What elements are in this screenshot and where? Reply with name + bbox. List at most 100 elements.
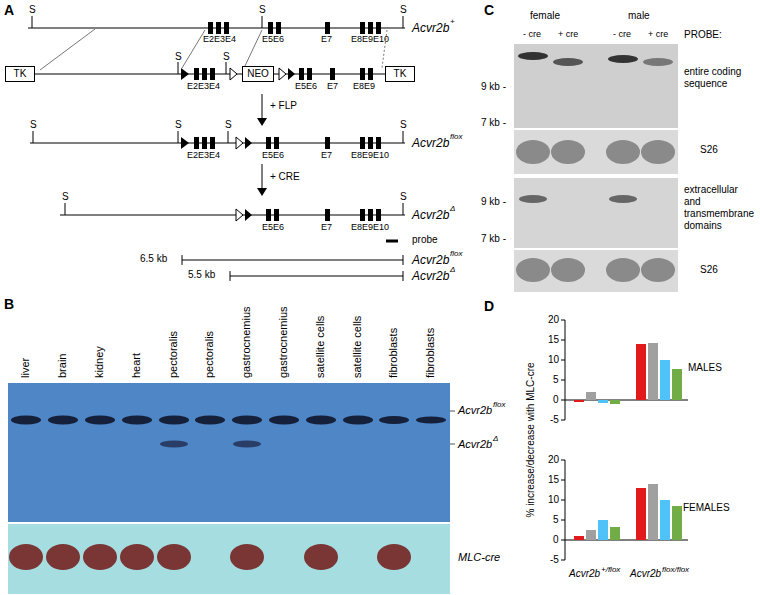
exon-label: E5E6 [295, 81, 317, 92]
panel-letter: D [484, 298, 494, 315]
exon-label: E8E9E10 [351, 150, 389, 161]
annotation: 9 kb - [481, 81, 506, 93]
axis-tick: 20 [548, 454, 559, 466]
cassette-label: TK [394, 68, 407, 79]
panel-letter: A [4, 2, 14, 19]
lane-label: liver [19, 358, 32, 378]
annotation: entire coding sequence [684, 66, 756, 90]
annotation: extracellular and transmembrane domains [684, 184, 756, 232]
allele-superscript: flox/flox [662, 565, 689, 575]
axis-tick: 15 [548, 474, 559, 486]
lane-label: kidney [93, 346, 106, 378]
exon-label: E5E6 [262, 150, 284, 161]
exon-label: E8E9E10 [351, 34, 389, 45]
allele-superscript: flox [493, 400, 505, 410]
annotation: + FLP [270, 100, 297, 112]
axis-tick: 0 [553, 534, 559, 546]
axis-tick: 10 [548, 354, 559, 366]
band-label: MLC-cre [458, 551, 500, 564]
cassette-label: TK [14, 68, 27, 79]
lane-label: fibroblasts [424, 328, 437, 378]
allele-label: Acvr2b [412, 136, 449, 150]
exon-label: E7 [321, 34, 332, 45]
allele-superscript: Δ [493, 434, 498, 444]
genotype-label: Acvr2b [630, 568, 661, 580]
panel-letter: C [484, 2, 494, 19]
annotation: MALES [688, 362, 722, 374]
site-label: S [400, 4, 407, 16]
cassette-box: NEO [242, 66, 274, 82]
exon-label: E2E3E4 [203, 34, 236, 45]
axis-tick: 0 [553, 394, 559, 406]
lane-label: pectoralis [203, 331, 216, 378]
annotation: S26 [700, 144, 718, 156]
site-label: S [29, 4, 36, 16]
panel-letter: B [4, 296, 14, 313]
exon-label: E7 [321, 222, 332, 233]
exon-label: E7 [321, 150, 332, 161]
lane-label: satellite cells [351, 316, 364, 378]
lane-label: - cre [613, 29, 631, 40]
allele-superscript: flox [450, 132, 462, 142]
site-label: S [175, 51, 182, 63]
allele-superscript: Δ [450, 265, 455, 275]
lane-label: pectoralis [167, 331, 180, 378]
annotation: 5.5 kb [188, 269, 215, 281]
lane-label: + cre [558, 29, 578, 40]
lane-label: satellite cells [314, 316, 327, 378]
exon-label: E5E6 [262, 222, 284, 233]
annotation: S26 [700, 264, 718, 276]
annotation: 7 kb - [481, 117, 506, 129]
lane-label: gastrocnemius [240, 306, 253, 378]
axis-tick: 10 [548, 494, 559, 506]
exon-label: E8E9E10 [351, 222, 389, 233]
annotation: probe [412, 234, 438, 246]
annotation: male [628, 10, 650, 22]
allele-label: Acvr2b [412, 253, 449, 267]
annotation: 7 kb - [481, 233, 506, 245]
allele-label: Acvr2b [412, 208, 449, 222]
site-label: S [400, 191, 407, 203]
lane-label: fibroblasts [387, 328, 400, 378]
band-label: Acvr2b [458, 438, 492, 451]
exon-label: E8E9 [353, 81, 375, 92]
cassette-box: TK [385, 66, 415, 82]
allele-superscript: + [450, 17, 455, 27]
site-label: S [30, 119, 37, 131]
exon-label: E5E6 [262, 34, 284, 45]
band-label: Acvr2b [458, 404, 492, 417]
allele-superscript: flox [450, 249, 462, 259]
allele-superscript: +/flox [601, 565, 620, 575]
allele-superscript: Δ [450, 204, 455, 214]
lane-label: - cre [523, 29, 541, 40]
annotation: 6.5 kb [140, 253, 167, 265]
site-label: S [259, 4, 266, 16]
site-label: S [175, 119, 182, 131]
allele-label: Acvr2b [412, 269, 449, 283]
annotation: + CRE [270, 171, 300, 183]
lane-label: brain [56, 354, 69, 378]
lane-label: gastrocnemius [277, 306, 290, 378]
site-label: S [62, 191, 69, 203]
genotype-label: Acvr2b [569, 568, 600, 580]
cassette-label: NEO [247, 68, 269, 79]
exon-label: E2E3E4 [187, 81, 220, 92]
exon-label: E7 [327, 81, 338, 92]
annotation: PROBE: [684, 29, 722, 41]
site-label: S [223, 51, 230, 63]
axis-tick: -5 [550, 414, 559, 426]
site-label: S [400, 119, 407, 131]
axis-tick: -5 [550, 554, 559, 566]
axis-title: % increase/decrease with MLC-cre [524, 362, 536, 517]
annotation: 9 kb - [481, 196, 506, 208]
lane-label: heart [130, 353, 143, 378]
allele-label: Acvr2b [412, 21, 449, 35]
annotation: FEMALES [683, 502, 730, 514]
site-label: S [225, 119, 232, 131]
lane-label: + cre [648, 29, 668, 40]
annotation: female [530, 10, 560, 22]
axis-tick: 15 [548, 334, 559, 346]
cassette-box: TK [5, 66, 35, 82]
